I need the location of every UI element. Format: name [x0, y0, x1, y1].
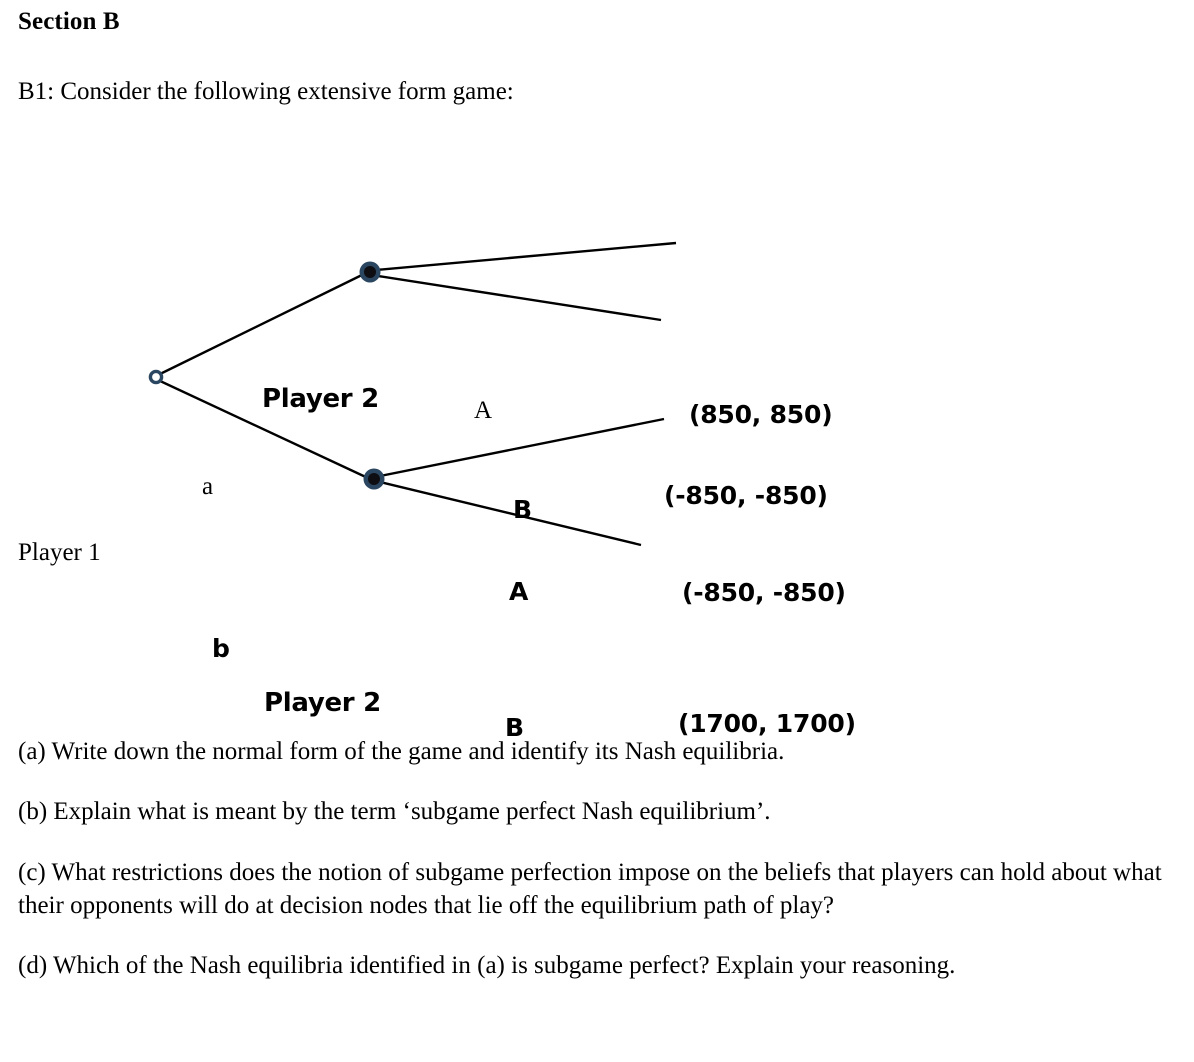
- question-d: (d) Which of the Nash equilibria identif…: [18, 952, 956, 979]
- edge-lower-node-branch-A: [379, 417, 665, 478]
- edge-root-to-lower-node: [157, 378, 371, 481]
- edge-upper-node-branch-A: [375, 241, 677, 272]
- label-lower-branch-A: A: [509, 577, 529, 606]
- node-player2-lower-core: [368, 473, 380, 485]
- node-player2-upper-core: [364, 266, 376, 278]
- label-upper-branch-A: A: [474, 397, 493, 424]
- question-b: (b) Explain what is meant by the term ‘s…: [18, 798, 771, 826]
- label-branch-a: a: [202, 473, 214, 500]
- question-a: (a) Write down the normal form of the ga…: [18, 738, 785, 765]
- node-player1-root: [148, 369, 164, 385]
- question-c: (c) What restrictions does the notion of…: [18, 858, 1162, 919]
- question-list: (a) Write down the normal form of the ga…: [18, 735, 1166, 982]
- question-intro-line: B1: Consider the following extensive for…: [18, 78, 514, 105]
- label-upper-branch-B: B: [513, 495, 533, 524]
- edge-root-to-upper-node: [157, 271, 367, 377]
- game-tree-svg: [148, 241, 677, 547]
- edge-lower-node-branch-B: [379, 480, 642, 547]
- payoff-b-A: (-850, -850): [682, 578, 846, 607]
- game-tree-figure: Player 1 Player 2 Player 2 a b A B A B (…: [0, 180, 1000, 740]
- label-lower-branch-B: B: [505, 713, 525, 742]
- payoff-b-B: (1700, 1700): [678, 709, 856, 738]
- label-branch-b: b: [212, 634, 230, 663]
- label-player-1: Player 1: [18, 539, 101, 566]
- payoff-a-A: (850, 850): [689, 400, 833, 429]
- payoff-a-B: (-850, -850): [664, 481, 828, 510]
- edge-upper-node-branch-B: [377, 274, 662, 322]
- label-player-2-lower: Player 2: [264, 688, 381, 718]
- label-player-2-upper: Player 2: [262, 384, 379, 414]
- section-heading: Section B: [18, 8, 120, 35]
